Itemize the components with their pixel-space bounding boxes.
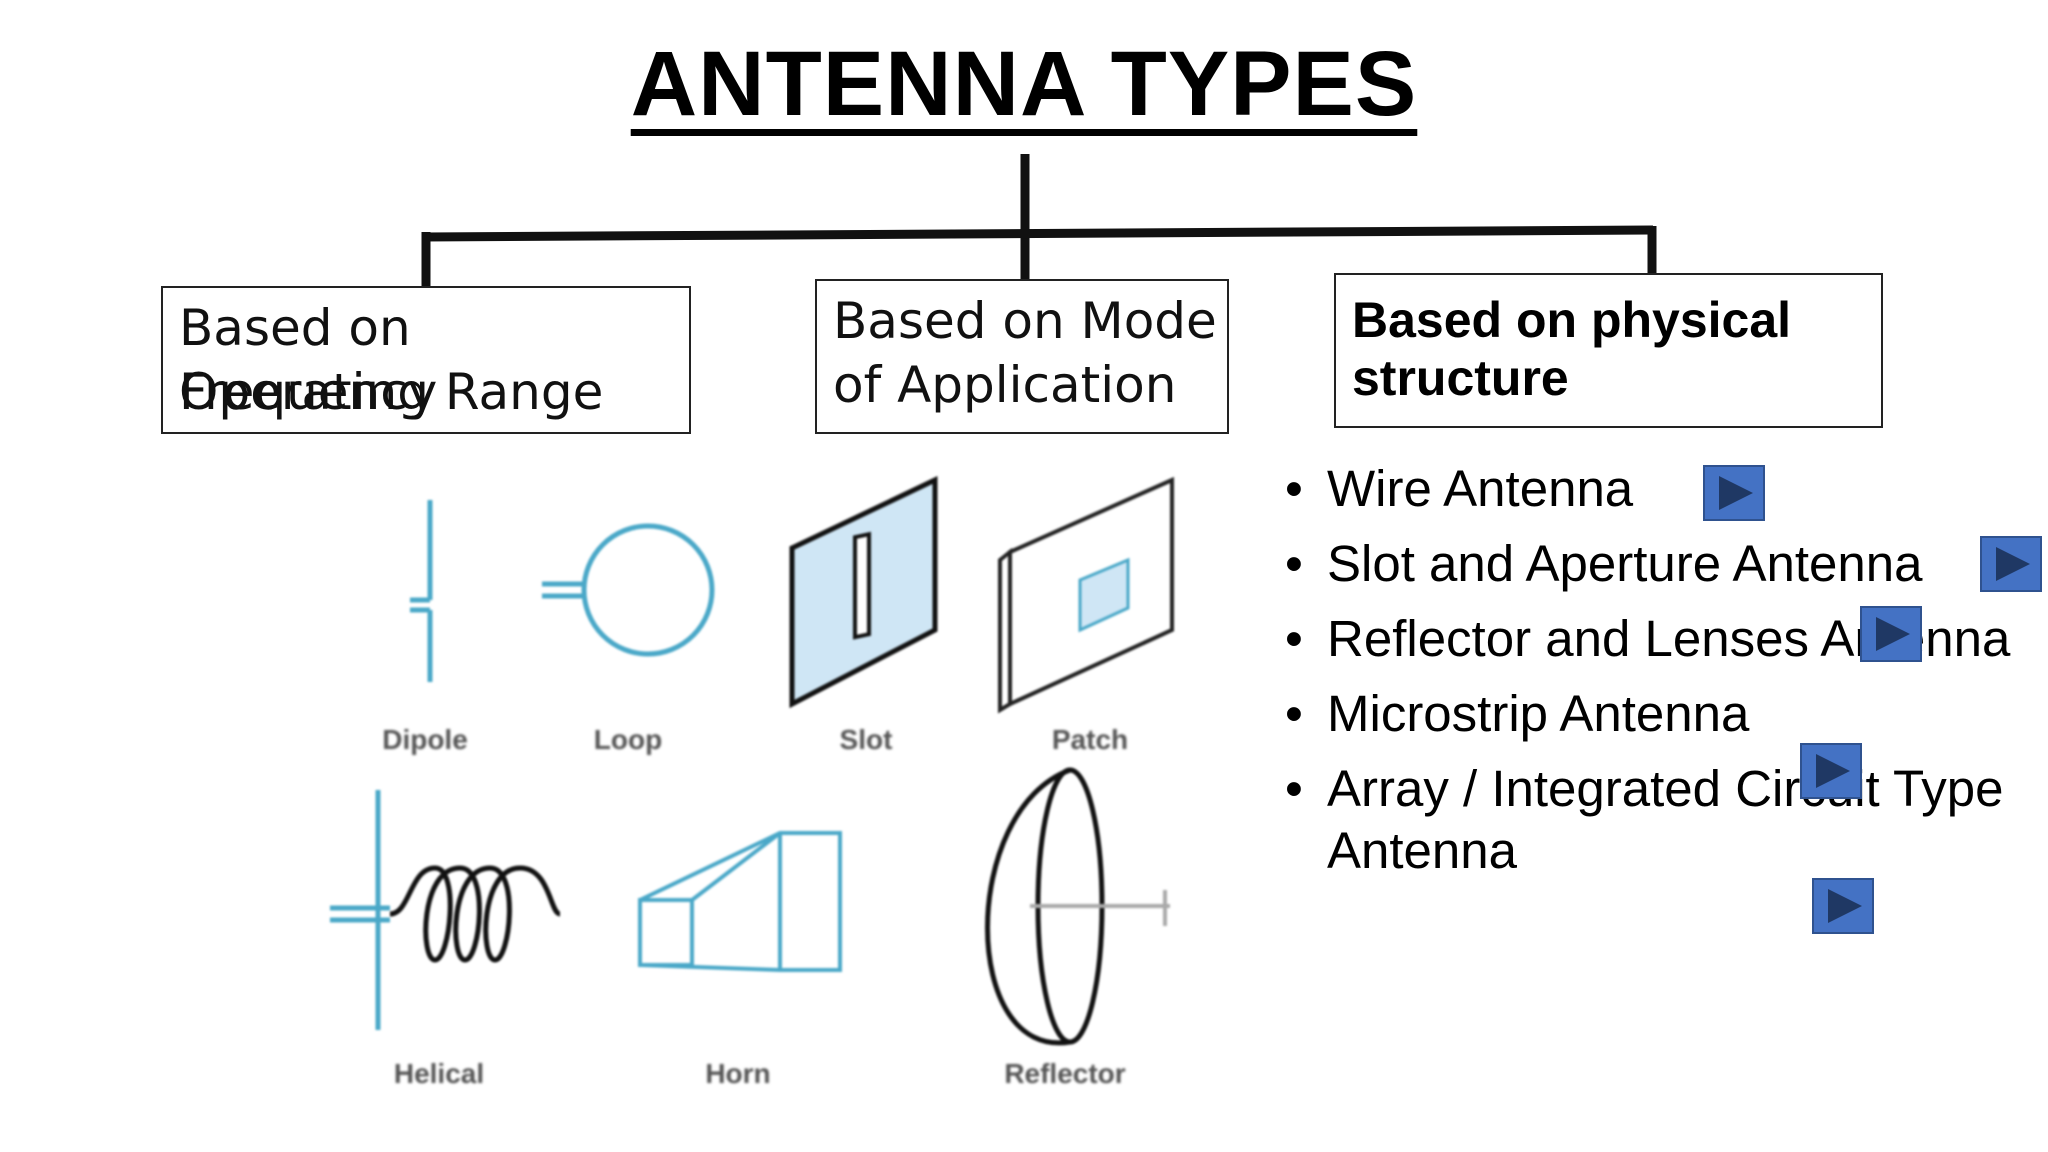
list-item-label-line1: Array / Integrated Circuit Type bbox=[1327, 760, 2004, 817]
category-label-line1: Based on physical bbox=[1352, 292, 1792, 348]
microstrip-link-button[interactable] bbox=[1800, 743, 1862, 799]
caption-horn: Horn bbox=[705, 1058, 771, 1089]
list-item-label: Microstrip Antenna bbox=[1327, 685, 1750, 742]
category-label-line1: Based on Mode bbox=[833, 292, 1217, 350]
helical-antenna-icon bbox=[330, 790, 562, 1030]
patch-antenna-icon bbox=[998, 476, 1174, 714]
play-icon bbox=[1876, 617, 1910, 651]
category-box-frequency: Based on Frequency Operating Range bbox=[161, 286, 691, 434]
bullet-glyph: • bbox=[1285, 460, 1303, 517]
caption-helical: Helical bbox=[393, 1058, 485, 1089]
list-item-label: Wire Antenna bbox=[1327, 460, 1634, 517]
play-icon bbox=[1828, 889, 1862, 923]
bullet-glyph: • bbox=[1285, 610, 1303, 667]
reflector-lenses-link-button[interactable] bbox=[1860, 606, 1922, 662]
category-label-line2: Operating Range bbox=[179, 363, 604, 421]
category-label-line1: Based on Frequency bbox=[179, 299, 438, 421]
bullet-glyph: • bbox=[1285, 685, 1303, 742]
caption-loop: Loop bbox=[593, 724, 663, 755]
loop-antenna-icon bbox=[542, 523, 715, 657]
horn-antenna-icon bbox=[638, 831, 842, 972]
bullet-glyph: • bbox=[1285, 535, 1303, 592]
slide-title: ANTENNA TYPES bbox=[0, 38, 2048, 130]
category-connector-lines bbox=[421, 154, 1657, 286]
slide-title-text: ANTENNA TYPES bbox=[630, 33, 1418, 135]
slot-antenna-icon bbox=[789, 476, 938, 709]
caption-reflector: Reflector bbox=[1004, 1058, 1126, 1089]
list-item-label: Slot and Aperture Antenna bbox=[1327, 535, 1923, 592]
caption-slot: Slot bbox=[839, 724, 893, 755]
dipole-antenna-icon bbox=[410, 500, 433, 682]
caption-patch: Patch bbox=[1051, 724, 1129, 755]
antenna-types-figure bbox=[330, 476, 1174, 1046]
array-integrated-link-button[interactable] bbox=[1812, 878, 1874, 934]
bullet-glyph: • bbox=[1285, 760, 1303, 817]
category-box-application: Based on Mode of Application bbox=[815, 279, 1229, 434]
caption-dipole: Dipole bbox=[382, 724, 468, 755]
wire-antenna-link-button[interactable] bbox=[1703, 465, 1765, 521]
play-icon bbox=[1996, 547, 2030, 581]
reflector-antenna-icon bbox=[985, 767, 1170, 1046]
list-item-label: Reflector and Lenses Antenna bbox=[1327, 610, 2011, 667]
category-label-line2: of Application bbox=[833, 356, 1177, 414]
category-box-physical-structure: Based on physical structure bbox=[1334, 273, 1883, 428]
play-icon bbox=[1816, 754, 1850, 788]
slot-aperture-link-button[interactable] bbox=[1980, 536, 2042, 592]
category-label-line2: structure bbox=[1352, 350, 1569, 406]
list-item-label-line2: Antenna bbox=[1327, 822, 1518, 879]
play-icon bbox=[1719, 476, 1753, 510]
